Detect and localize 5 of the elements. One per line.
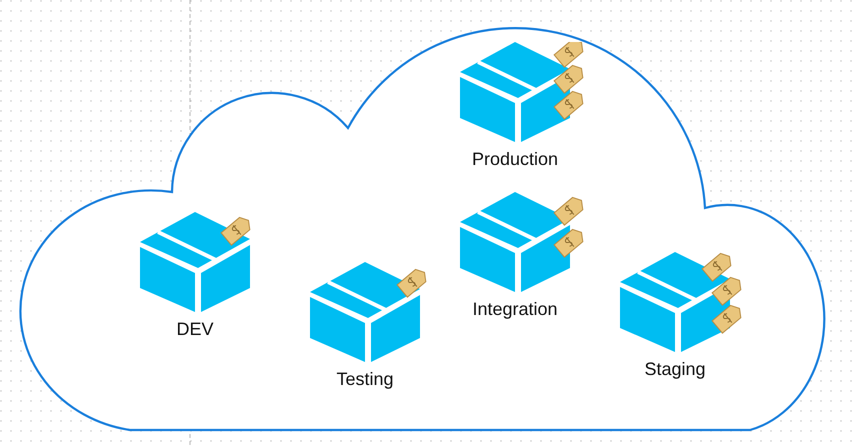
node-label: DEV: [176, 319, 214, 340]
node-label: Production: [472, 149, 558, 170]
node-label: Testing: [336, 369, 394, 390]
node-label: Integration: [472, 299, 558, 320]
node-label: Staging: [644, 359, 706, 380]
